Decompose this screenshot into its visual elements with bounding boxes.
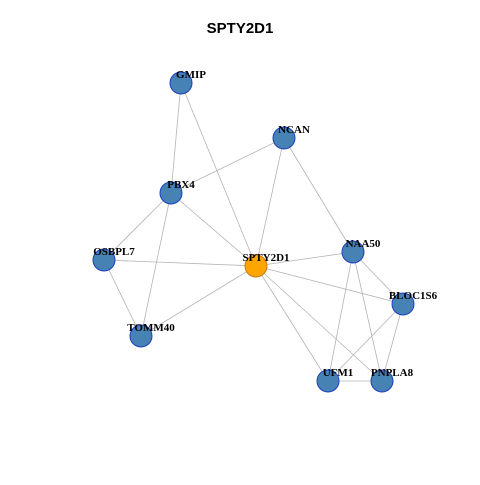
edge-bloc1s6-pnpla8 xyxy=(381,303,404,382)
edge-gmip-spty2d1 xyxy=(180,82,257,267)
edge-spty2d1-pnpla8 xyxy=(255,265,383,382)
edge-spty2d1-naa50 xyxy=(255,251,354,267)
edge-naa50-pnpla8 xyxy=(352,251,383,382)
edge-osbpl7-tomm40 xyxy=(103,259,142,337)
node-bloc1s6 xyxy=(391,292,415,316)
node-ufm1 xyxy=(316,369,340,393)
node-ncan xyxy=(272,126,296,150)
edge-pbx4-osbpl7 xyxy=(103,192,172,261)
node-pbx4 xyxy=(159,181,183,205)
node-label-pnpla8: PNPLA8 xyxy=(371,367,414,379)
edge-pbx4-tomm40 xyxy=(140,192,172,337)
edge-ncan-pbx4 xyxy=(170,137,285,194)
node-label-ufm1: UFM1 xyxy=(323,367,354,379)
edge-bloc1s6-ufm1 xyxy=(327,303,404,382)
node-osbpl7 xyxy=(92,248,116,272)
edge-spty2d1-ufm1 xyxy=(255,265,329,382)
edge-gmip-pbx4 xyxy=(170,82,182,194)
node-spty2d1 xyxy=(244,254,268,278)
node-label-tomm40: TOMM40 xyxy=(127,322,175,334)
edge-tomm40-spty2d1 xyxy=(140,265,257,337)
edge-osbpl7-spty2d1 xyxy=(103,259,257,267)
node-label-bloc1s6: BLOC1S6 xyxy=(389,290,438,302)
node-gmip xyxy=(169,71,193,95)
edge-ncan-naa50 xyxy=(283,137,354,253)
edge-spty2d1-bloc1s6 xyxy=(255,265,404,305)
edge-naa50-bloc1s6 xyxy=(352,251,404,305)
node-label-pbx4: PBX4 xyxy=(167,179,195,191)
node-label-osbpl7: OSBPL7 xyxy=(93,246,135,258)
node-label-gmip: GMIP xyxy=(176,69,206,81)
node-tomm40 xyxy=(129,324,153,348)
node-label-ncan: NCAN xyxy=(278,124,310,136)
node-label-naa50: NAA50 xyxy=(346,238,381,250)
node-pnpla8 xyxy=(370,369,394,393)
node-label-spty2d1: SPTY2D1 xyxy=(242,252,289,264)
node-naa50 xyxy=(341,240,365,264)
edge-ncan-spty2d1 xyxy=(255,137,285,267)
edge-pbx4-spty2d1 xyxy=(170,192,257,267)
edges-layer xyxy=(103,82,404,382)
diagram-title: SPTY2D1 xyxy=(206,20,274,37)
nodes-layer xyxy=(92,71,415,393)
edge-naa50-ufm1 xyxy=(327,251,354,382)
